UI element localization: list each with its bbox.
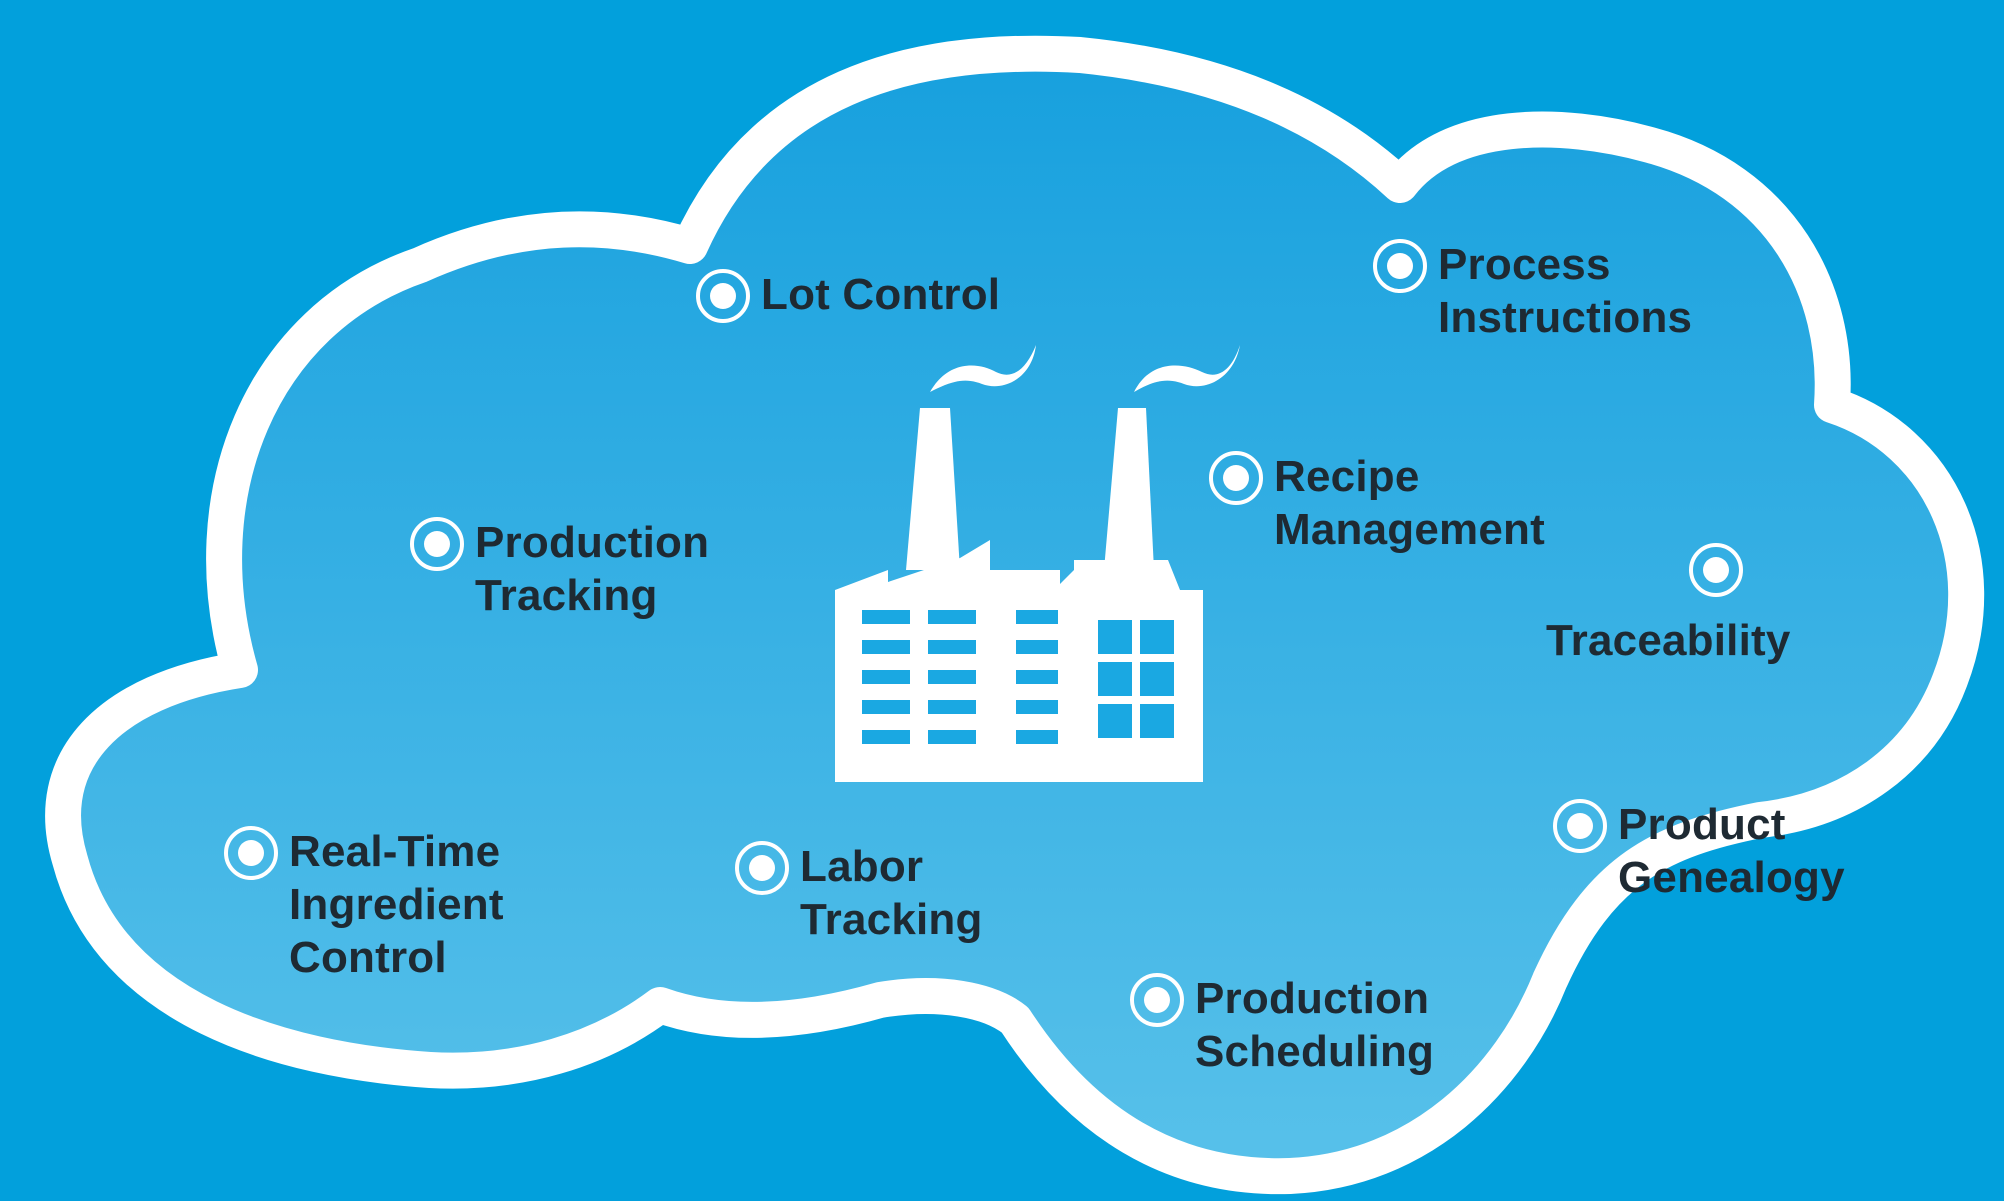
feature-label-traceability: Traceability (1546, 616, 1791, 665)
feature-label-recipe-management: Recipe Management (1274, 452, 1545, 554)
radio-bullet-icon (224, 826, 278, 880)
factory-windows (862, 610, 1174, 744)
feature-process-instructions: Process Instructions (1372, 238, 1692, 344)
feature-labor-tracking: Labor Tracking (734, 840, 983, 946)
feature-label-lot-control: Lot Control (761, 270, 1001, 319)
feature-product-genealogy: Product Genealogy (1552, 798, 1845, 904)
radio-bullet-icon (1373, 239, 1427, 293)
feature-label-production-scheduling: Production Scheduling (1195, 974, 1435, 1076)
factory-icon (835, 345, 1240, 782)
smoke-left-icon (930, 345, 1036, 392)
feature-label-product-genealogy: Product Genealogy (1618, 800, 1845, 902)
feature-real-time-ingredient-control: Real-Time Ingredient Control (223, 825, 504, 984)
radio-bullet-icon (696, 269, 750, 323)
radio-bullet-icon (1130, 973, 1184, 1027)
radio-bullet-icon (410, 517, 464, 571)
chimney-right-icon (1104, 408, 1154, 570)
feature-label-production-tracking: Production Tracking (475, 518, 710, 620)
radio-bullet-icon (1209, 451, 1263, 505)
feature-lot-control: Lot Control (695, 268, 1000, 324)
feature-production-scheduling: Production Scheduling (1129, 972, 1434, 1078)
feature-label-real-time-ingredient-control: Real-Time Ingredient Control (289, 827, 504, 982)
feature-traceability-icon-wrap (1688, 542, 1744, 598)
radio-bullet-icon (735, 841, 789, 895)
feature-label-labor-tracking: Labor Tracking (800, 842, 983, 944)
radio-bullet-icon (1689, 543, 1743, 597)
feature-recipe-management: Recipe Management (1208, 450, 1545, 556)
radio-bullet-icon (1553, 799, 1607, 853)
feature-production-tracking: Production Tracking (409, 516, 709, 622)
smoke-right-icon (1134, 345, 1240, 392)
feature-label-process-instructions: Process Instructions (1438, 240, 1693, 342)
chimney-left-icon (906, 408, 960, 570)
